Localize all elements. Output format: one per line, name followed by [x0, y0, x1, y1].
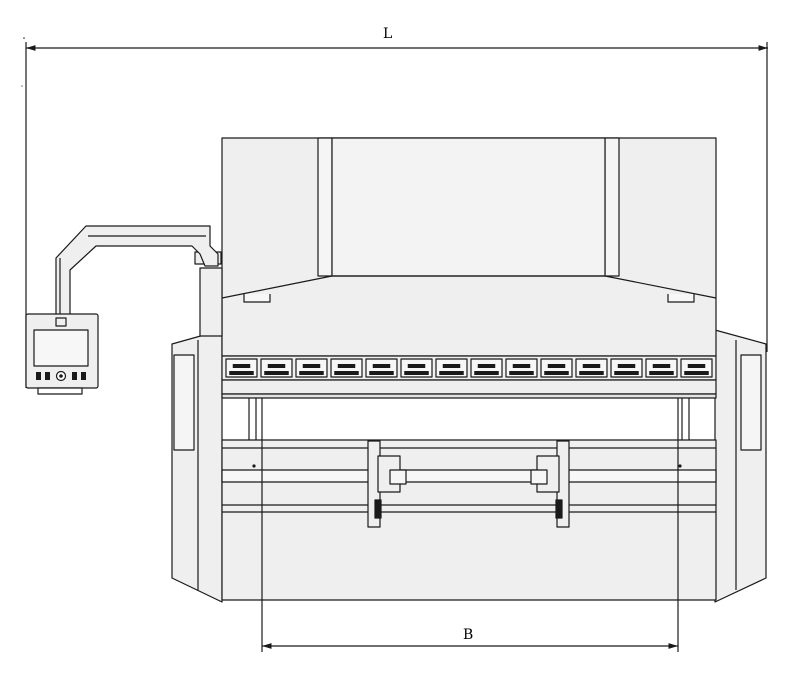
ram-beam	[221, 379, 717, 399]
control-arm-icon	[55, 225, 219, 319]
side-housing-right-icon	[714, 329, 767, 603]
control-panel-icon	[25, 313, 99, 395]
tooling-segment	[680, 358, 713, 378]
back-gauge-finger-left-icon	[367, 440, 407, 528]
tooling-segment	[260, 358, 293, 378]
tooling-segment	[645, 358, 678, 378]
tooling-segment	[330, 358, 363, 378]
tooling-segment	[540, 358, 573, 378]
lower-table-icon	[221, 439, 717, 601]
guide-columns	[248, 398, 690, 440]
side-housing-left-icon	[171, 329, 223, 603]
dimension-label-B: B	[463, 627, 474, 643]
tooling-segment	[610, 358, 643, 378]
tooling-segment	[365, 358, 398, 378]
tooling-segment	[470, 358, 503, 378]
tooling-segment	[400, 358, 433, 378]
punch-tooling-row-icon	[221, 355, 717, 381]
dimension-label-L: L	[383, 26, 393, 42]
tooling-segment	[435, 358, 468, 378]
back-gauge-finger-right-icon	[530, 440, 570, 528]
upper-frame-icon	[194, 137, 717, 357]
tooling-segment	[295, 358, 328, 378]
tooling-segment	[225, 358, 258, 378]
dimension-line-B	[261, 398, 679, 652]
tooling-segment	[575, 358, 608, 378]
tooling-segment	[505, 358, 538, 378]
